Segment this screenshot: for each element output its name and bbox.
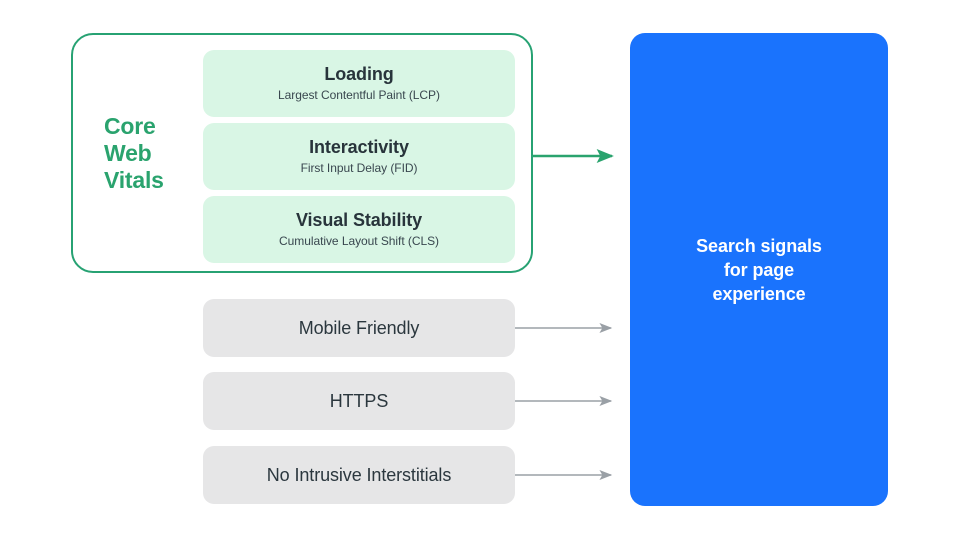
signal-label: HTTPS [329, 390, 389, 411]
signal-label: Mobile Friendly [298, 317, 420, 338]
core-web-vitals-group [71, 33, 533, 273]
metric-card-visual-stability[interactable]: Visual Stability Cumulative Layout Shift… [203, 196, 515, 263]
core-web-vitals-label: Core Web Vitals [104, 113, 164, 193]
signal-mobile-friendly[interactable]: Mobile Friendly [203, 299, 515, 357]
metric-card-interactivity[interactable]: Interactivity First Input Delay (FID) [203, 123, 515, 190]
output-panel-title: Search signals for page experience [696, 235, 822, 304]
signal-no-intrusive-interstitials[interactable]: No Intrusive Interstitials [203, 446, 515, 504]
output-panel[interactable]: Search signals for page experience [630, 33, 888, 506]
metric-subtitle: First Input Delay (FID) [300, 161, 418, 175]
metric-card-loading[interactable]: Loading Largest Contentful Paint (LCP) [203, 50, 515, 117]
metric-subtitle: Cumulative Layout Shift (CLS) [279, 234, 439, 248]
metric-subtitle: Largest Contentful Paint (LCP) [278, 88, 440, 102]
metric-title: Interactivity [309, 137, 409, 157]
metric-title: Visual Stability [295, 210, 423, 230]
metric-title: Loading [324, 64, 394, 84]
signal-https[interactable]: HTTPS [203, 372, 515, 430]
signal-label: No Intrusive Interstitials [266, 464, 452, 485]
